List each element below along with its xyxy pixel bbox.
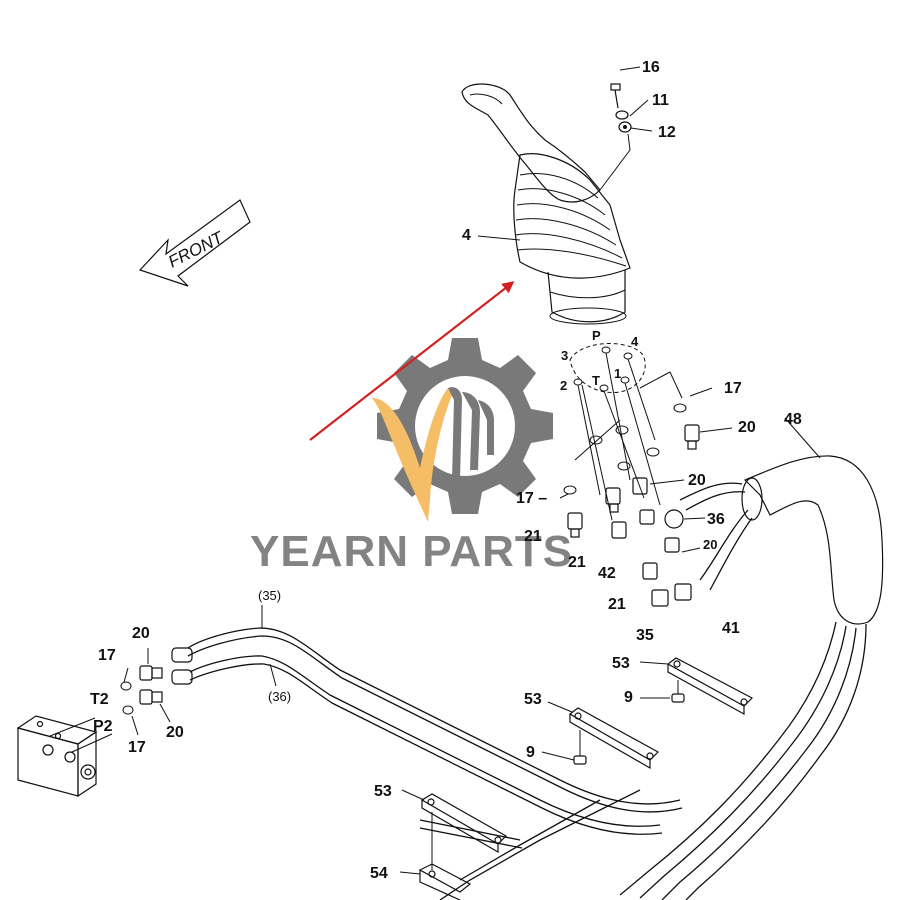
label-53: 53	[612, 655, 630, 672]
label-20: 20	[688, 472, 706, 489]
block-fittings	[120, 648, 171, 736]
port-T: T	[592, 373, 600, 388]
block	[16, 715, 113, 798]
label-P2: P2	[93, 718, 113, 735]
watermark-logo	[372, 338, 553, 522]
label-17: 17 –	[516, 490, 547, 507]
o-rings	[563, 403, 687, 495]
frame-rails	[419, 789, 641, 900]
label-20: 20	[703, 537, 717, 552]
label-48: 48	[784, 411, 802, 428]
label-4: 4	[462, 227, 471, 244]
label-21: 21	[524, 528, 542, 545]
hose-lines-35-36	[171, 605, 683, 835]
label-41: 41	[722, 620, 740, 637]
label-54: 54	[370, 865, 388, 882]
fittings	[567, 424, 700, 607]
highlight-arrow	[309, 281, 515, 441]
port-plate	[569, 343, 683, 521]
label-20: 20	[132, 625, 150, 642]
label-36-ref: (36)	[268, 689, 291, 704]
label-42: 42	[598, 565, 616, 582]
label-20: 20	[166, 724, 184, 741]
watermark-brand: YEARN PARTS	[250, 527, 573, 576]
label-16: 16	[642, 59, 660, 76]
port-3: 3	[561, 348, 568, 363]
front-label: FRONT	[165, 227, 227, 271]
port-4: 4	[631, 334, 639, 349]
label-11: 11	[652, 92, 669, 109]
label-53: 53	[374, 783, 392, 800]
label-35-ref: (35)	[258, 588, 281, 603]
label-17: 17	[128, 739, 146, 756]
port-P: P	[592, 328, 601, 343]
label-35: 35	[636, 627, 654, 644]
label-9: 9	[526, 744, 535, 761]
label-20: 20	[738, 419, 756, 436]
label-53: 53	[524, 691, 542, 708]
label-17: 17	[98, 647, 116, 664]
front-arrow-icon: FRONT	[138, 199, 251, 287]
hose-bundle-48	[619, 417, 884, 900]
joystick-lever	[461, 83, 631, 325]
label-21: 21	[568, 554, 586, 571]
port-1: 1	[614, 366, 621, 381]
label-36: 36	[707, 511, 725, 528]
bolt-assembly	[599, 66, 653, 191]
label-T2: T2	[90, 691, 109, 708]
label-9: 9	[624, 689, 633, 706]
port-2: 2	[560, 378, 567, 393]
label-21: 21	[608, 596, 626, 613]
label-17: 17	[724, 380, 742, 397]
label-12: 12	[658, 124, 676, 141]
clamps	[399, 657, 754, 900]
